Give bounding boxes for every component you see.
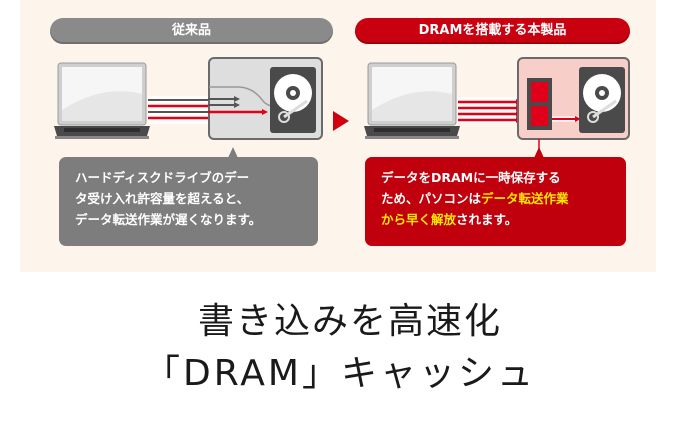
dram-chip-icon [527,78,552,130]
laptop-icon [54,62,150,139]
dram-hard-disk-box [517,57,630,157]
data-transfer-arrows [458,97,528,123]
bubble-text: ため、パソコンは [381,191,482,206]
next-arrow-icon [333,111,349,131]
bubble-line: データ転送作業が遅くなります。 [75,212,262,227]
bubble-line: ため、パソコンはデータ転送作業 [381,188,610,209]
dram-explanation-bubble: データをDRAMに一時保存する ため、パソコンはデータ転送作業 から早く解放され… [365,157,626,246]
bubble-line: ハードディスクドライブのデー [75,170,250,185]
bubble-tail [534,147,544,158]
conventional-product-header: 従来品 [50,18,333,44]
bubble-line: データをDRAMに一時保存する [381,170,561,185]
bubble-highlight: データ転送作業 [481,191,569,206]
hard-disk-icon [270,67,316,133]
conventional-explanation-bubble: ハードディスクドライブのデー タ受け入れ許容量を超えると、 データ転送作業が遅く… [59,157,318,246]
bubble-line: から早く解放されます。 [381,209,610,230]
bubble-text: されます。 [456,212,518,227]
laptop-icon [364,62,460,139]
hard-disk-icon [579,67,625,133]
dram-product-header: DRAMを搭載する本製品 [355,18,630,44]
bubble-highlight: から早く解放 [381,212,457,227]
hard-disk-box [208,57,323,140]
bubble-line: タ受け入れ許容量を超えると、 [75,191,250,206]
caption-line-1: 書き込みを高速化 [197,301,502,342]
bubble-tail [228,147,238,158]
caption-line-2: 「DRAM」キャッシュ [144,353,536,394]
